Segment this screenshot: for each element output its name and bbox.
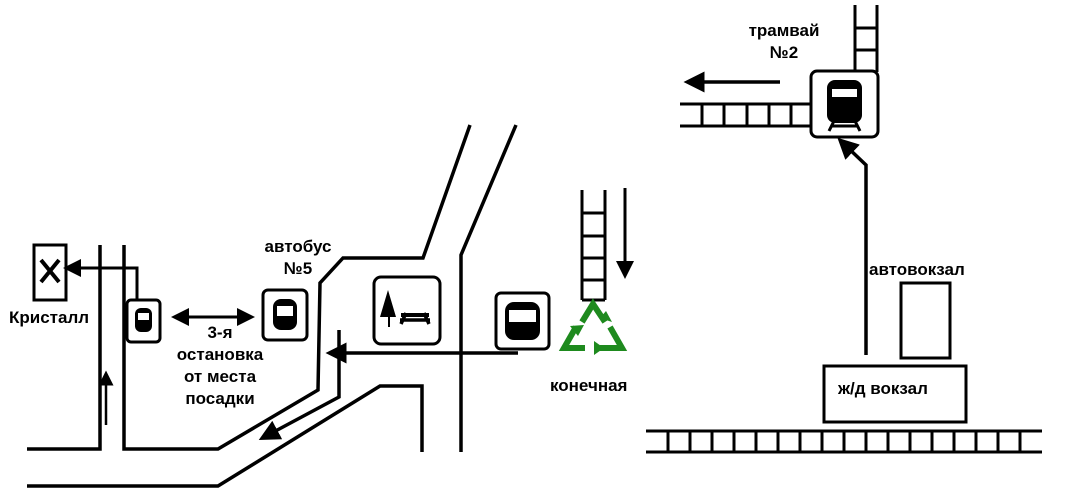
stop-count-label: 3-я остановка от места посадки: [170, 322, 270, 410]
bus-stop-icon: [261, 288, 309, 342]
tram-track-horizontal: [680, 102, 812, 128]
recycle-icon: [558, 298, 628, 355]
bus-station-building: [899, 281, 952, 360]
roads: [27, 124, 518, 488]
stop-line4: посадки: [185, 389, 255, 408]
tram-line2: №2: [769, 43, 799, 62]
tram-track-vertical: [580, 190, 607, 302]
bus-stop-icon: [125, 298, 162, 344]
stop-line3: от места: [183, 367, 257, 386]
tram-stop-icon: [809, 69, 880, 139]
railway-station-label: ж/д вокзал: [838, 379, 928, 398]
picnic-area-icon: [372, 275, 442, 346]
railway-track: [646, 429, 1042, 454]
bus-stop-icon: [494, 291, 551, 351]
stop-line2: остановка: [176, 345, 264, 364]
arrow-to-kristall: [63, 259, 139, 300]
stop-line1: 3-я: [207, 323, 233, 342]
kristall-label: Кристалл: [9, 308, 90, 327]
bus5-line2: №5: [283, 259, 313, 278]
bus5-label: автобус №5: [252, 236, 344, 280]
route-arrow-down: [258, 330, 341, 440]
bus5-line1: автобус: [264, 237, 332, 256]
tram-track-top: [853, 5, 879, 72]
kristall-building: [32, 243, 68, 302]
route-arrow-to-tram: [837, 137, 868, 355]
bus-station-label: автовокзал: [869, 260, 965, 279]
tram2-label: трамвай №2: [740, 20, 828, 64]
cross-icon: [39, 258, 61, 284]
tram-line1: трамвай: [748, 21, 820, 40]
railway-station-building: [822, 364, 968, 424]
terminal-label: конечная: [550, 376, 628, 395]
